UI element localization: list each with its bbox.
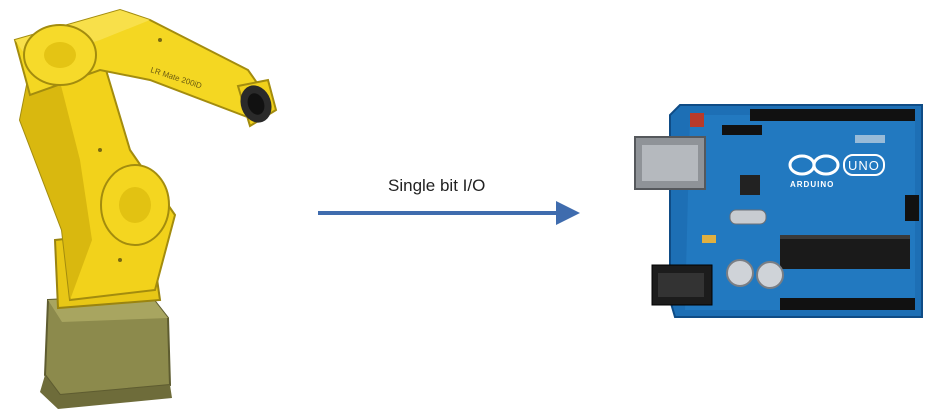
arduino-uno-board-icon (634, 104, 923, 318)
io-arrow (318, 201, 580, 225)
arrow-label: Single bit I/O (388, 176, 486, 195)
industrial-robot-arm-icon: LR Mate 200iD (13, 8, 278, 409)
board-brand-text: ARDUINO (790, 180, 835, 189)
board-logo-text: UNO (848, 158, 880, 173)
